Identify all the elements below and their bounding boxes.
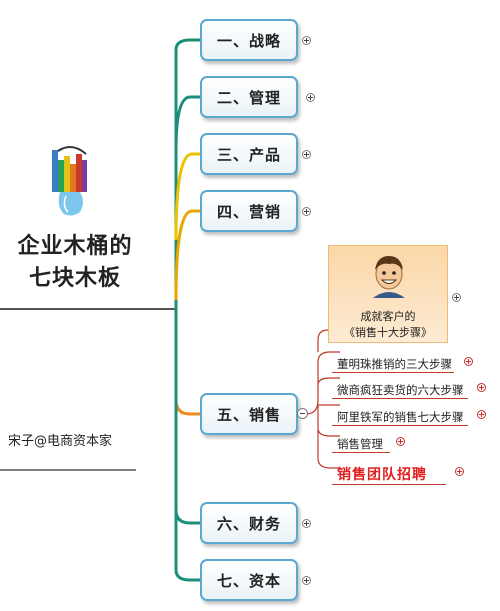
expand-plus-icon[interactable] — [452, 293, 461, 302]
root-title-line1: 企业木桶的 — [17, 234, 133, 259]
expand-plus-icon[interactable] — [477, 383, 486, 392]
branch-line-1 — [174, 38, 200, 309]
sales-subitem-2[interactable]: 微商疯狂卖货的六大步骤 — [337, 383, 464, 397]
branch-line-3 — [174, 152, 200, 241]
expand-plus-icon[interactable] — [302, 207, 311, 216]
branch-line-7 — [174, 309, 200, 582]
branch-node-product[interactable]: 三、产品 — [200, 133, 298, 175]
expand-plus-icon[interactable] — [396, 437, 405, 446]
expand-plus-icon[interactable] — [464, 357, 473, 366]
branch-node-strategy[interactable]: 一、战略 — [200, 19, 298, 61]
expand-plus-icon[interactable] — [302, 519, 311, 528]
sales-book-line2: 《销售十大步骤》 — [344, 326, 432, 339]
collapse-minus-icon[interactable] — [297, 408, 308, 419]
expand-plus-icon[interactable] — [455, 467, 464, 476]
expand-plus-icon[interactable] — [306, 93, 315, 102]
expand-plus-icon[interactable] — [302, 576, 311, 585]
expand-plus-icon[interactable] — [302, 36, 311, 45]
sales-subitem-4[interactable]: 销售管理 — [337, 437, 383, 451]
branch-line-2 — [174, 95, 200, 151]
branch-node-sales[interactable]: 五、销售 — [200, 393, 298, 435]
sales-subitem-5-highlight[interactable]: 销售团队招聘 — [337, 467, 427, 483]
expand-plus-icon[interactable] — [302, 150, 311, 159]
branch-node-finance[interactable]: 六、财务 — [200, 502, 298, 544]
branch-line-6 — [174, 309, 200, 525]
sales-book-line1: 成就客户的 — [360, 310, 416, 323]
expand-plus-icon[interactable] — [477, 410, 486, 419]
branch-node-capital[interactable]: 七、资本 — [200, 559, 298, 601]
branch-line-5 — [174, 309, 200, 416]
branch-node-management[interactable]: 二、管理 — [200, 76, 298, 118]
author-label: 宋子@电商资本家 — [8, 434, 113, 449]
bucket-logo-icon — [52, 146, 87, 216]
sales-subitem-3[interactable]: 阿里铁军的销售七大步骤 — [337, 410, 464, 424]
branch-line-4 — [174, 209, 200, 301]
salesman-avatar-icon — [373, 256, 405, 298]
root-title-line2: 七块木板 — [28, 266, 121, 291]
sales-book-card[interactable]: 成就客户的 《销售十大步骤》 — [328, 245, 448, 343]
branch-node-marketing[interactable]: 四、营销 — [200, 190, 298, 232]
sales-subitem-1[interactable]: 董明珠推销的三大步骤 — [337, 357, 452, 371]
